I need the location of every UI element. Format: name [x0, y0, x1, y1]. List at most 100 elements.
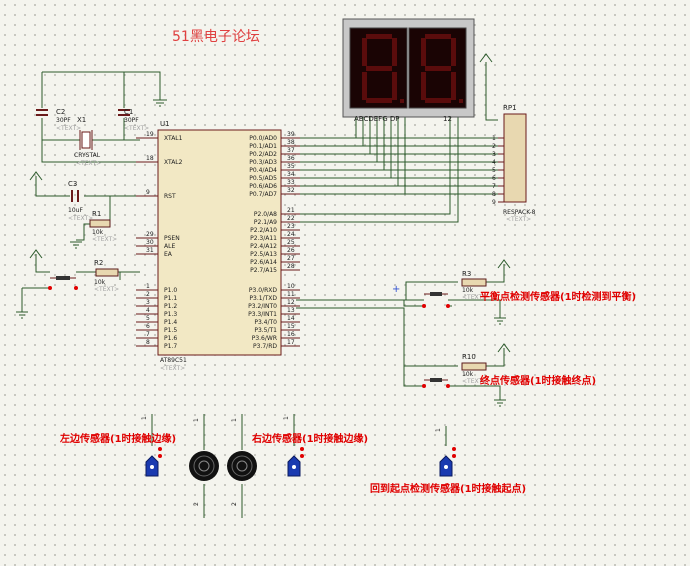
mcu-right-pin-name: P2.0/A8: [254, 211, 277, 218]
left-edge-sensor[interactable]: 1 左边传感器(1时接触边缘): [59, 414, 176, 477]
mcu-left-pin-num: 5: [146, 315, 150, 322]
mcu-right-pin-num: 33: [287, 179, 295, 186]
segment-dp: [400, 99, 404, 103]
motor-2[interactable]: 1 2: [227, 414, 257, 518]
motor-2-hub: [236, 460, 248, 472]
mcu-right-pin-name: P3.3/INT1: [248, 311, 277, 318]
right-edge-sensor[interactable]: 1 右边传感器(1时接触边缘): [251, 414, 368, 477]
rp1-pin-num: 2: [492, 143, 496, 150]
mcu-right-pin-name: P3.4/T0: [254, 319, 277, 326]
crystal-body: [81, 131, 91, 149]
p0-bus: [300, 117, 498, 223]
left-probe-pin: 1: [141, 416, 148, 420]
c1-value: 30PF: [124, 117, 139, 124]
mcu-right-pin-name: P3.7/RD: [253, 343, 277, 350]
mcu-right-pin-num: 36: [287, 155, 295, 162]
mcu-right-pin-num: 35: [287, 163, 295, 170]
mcu-right-pin-num: 28: [287, 263, 295, 270]
mcu-right-pin-num: 32: [287, 187, 295, 194]
right-sensor-label: 右边传感器(1时接触边缘): [251, 432, 368, 445]
start-sensor[interactable]: 1 回到起点检测传感器(1时接触起点): [370, 426, 526, 495]
mcu-right-pin-name: P0.3/AD3: [249, 159, 277, 166]
mcu-right-pin-name: P2.5/A13: [250, 251, 277, 258]
mcu-right-pin-num: 10: [287, 283, 295, 290]
mcu-right-pin-num: 22: [287, 215, 295, 222]
end-button-pin-1: [422, 384, 426, 388]
motor-1-pin-top: 1: [193, 418, 200, 422]
mcu-right-pin-name: P2.7/A15: [250, 267, 277, 274]
cursor-crosshair-icon: +: [392, 284, 400, 295]
motor-1-outer: [189, 451, 219, 481]
mcu-left-pin-name: P1.3: [164, 311, 177, 318]
reset-circuit[interactable]: C3 10uF <TEXT> R1 10k <TEXT> R2 10k <TEX…: [16, 171, 140, 319]
seven-segment-display[interactable]: ABCDEFG DP 12: [342, 18, 498, 123]
mcu-left-pin-num: 7: [146, 331, 150, 338]
mcu-right-pin-num: 39: [287, 131, 295, 138]
r10-text: <TEXT>: [462, 378, 487, 385]
rp1-body: [503, 113, 527, 203]
mcu-right-pin-name: P2.6/A14: [250, 259, 277, 266]
rp1-part: RESPACK-8: [503, 209, 536, 216]
segment: [366, 34, 392, 39]
mcu-right-pin-num: 25: [287, 239, 295, 246]
mcu-left-pin-name: ALE: [164, 243, 175, 250]
c2-ref: C2: [56, 108, 65, 116]
mcu-right-pin-num: 11: [287, 291, 295, 298]
segment: [425, 34, 451, 39]
rp1-pin-num: 1: [492, 135, 496, 142]
start-probe-dot-2: [452, 454, 456, 458]
rp1-ref: RP1: [503, 104, 517, 112]
oscillator-circuit[interactable]: C2 30PF <TEXT> C1 30PF <TEXT> X1 CRYSTAL…: [36, 71, 167, 167]
mcu-right-pin-name: P3.6/WR: [252, 335, 277, 342]
motor-2-ring: [231, 455, 253, 477]
mcu-text: <TEXT>: [160, 365, 185, 372]
mcu-right-pin-num: 15: [287, 323, 295, 330]
p2-1-wire: [300, 117, 459, 223]
mcu-right-pin-name: P2.3/A11: [250, 235, 277, 242]
mcu-left-pin-name: XTAL2: [164, 159, 183, 166]
mcu-left-pin-name: PSEN: [164, 235, 180, 242]
mcu-u1[interactable]: U1 AT89C51 <TEXT> 19XTAL118XTAL29RST29PS…: [136, 120, 300, 372]
mcu-left-pin-num: 19: [146, 131, 154, 138]
r3-text: <TEXT>: [462, 294, 487, 301]
mcu-right-pin-name: P0.1/AD1: [249, 143, 277, 150]
start-probe-hole: [444, 465, 448, 469]
r10-body: [461, 362, 487, 371]
r1-value: 10k: [92, 229, 104, 236]
display-segment-labels: ABCDEFG DP: [354, 115, 399, 123]
balance-button-pin-1: [422, 304, 426, 308]
right-probe-dot-1: [300, 447, 304, 451]
mcu-right-pin-name: P0.6/AD6: [249, 183, 277, 190]
mcu-left-pin-name: P1.7: [164, 343, 177, 350]
r1-ref: R1: [92, 210, 101, 218]
balance-sensor-circuit[interactable]: R3 10k <TEXT> 平衡点检测传感器(1时检测到平衡) +: [296, 259, 636, 325]
segment: [362, 72, 367, 100]
segment-digits: [362, 34, 463, 103]
rp1-pin-num: 6: [492, 175, 496, 182]
crystal-part: CRYSTAL: [74, 152, 101, 159]
mcu-right-pin-num: 16: [287, 331, 295, 338]
segment: [362, 38, 367, 66]
r3-value: 10k: [462, 287, 474, 294]
crystal-ref: X1: [77, 116, 86, 124]
start-sensor-label: 回到起点检测传感器(1时接触起点): [370, 482, 526, 495]
segment: [425, 66, 451, 71]
reset-button-pin-1: [48, 286, 52, 290]
mcu-left-pin-name: P1.2: [164, 303, 177, 310]
mcu-left-pin-name: P1.0: [164, 287, 177, 294]
mcu-right-pin-num: 37: [287, 147, 295, 154]
segment: [392, 38, 397, 66]
mcu-part: AT89C51: [160, 357, 187, 364]
c1-ref: C1: [124, 108, 133, 116]
rp1-pin-num: 5: [492, 167, 496, 174]
mcu-right-pin-num: 34: [287, 171, 295, 178]
motor-1[interactable]: 1 2: [189, 414, 219, 518]
r10-ref: R10: [462, 353, 476, 361]
segment: [425, 98, 451, 103]
end-sensor-circuit[interactable]: R10 10k <TEXT> 终点传感器(1时接触终点): [296, 307, 596, 407]
r2-ref: R2: [94, 259, 103, 267]
rp1-text: <TEXT>: [506, 216, 531, 223]
mcu-body: [157, 129, 282, 356]
